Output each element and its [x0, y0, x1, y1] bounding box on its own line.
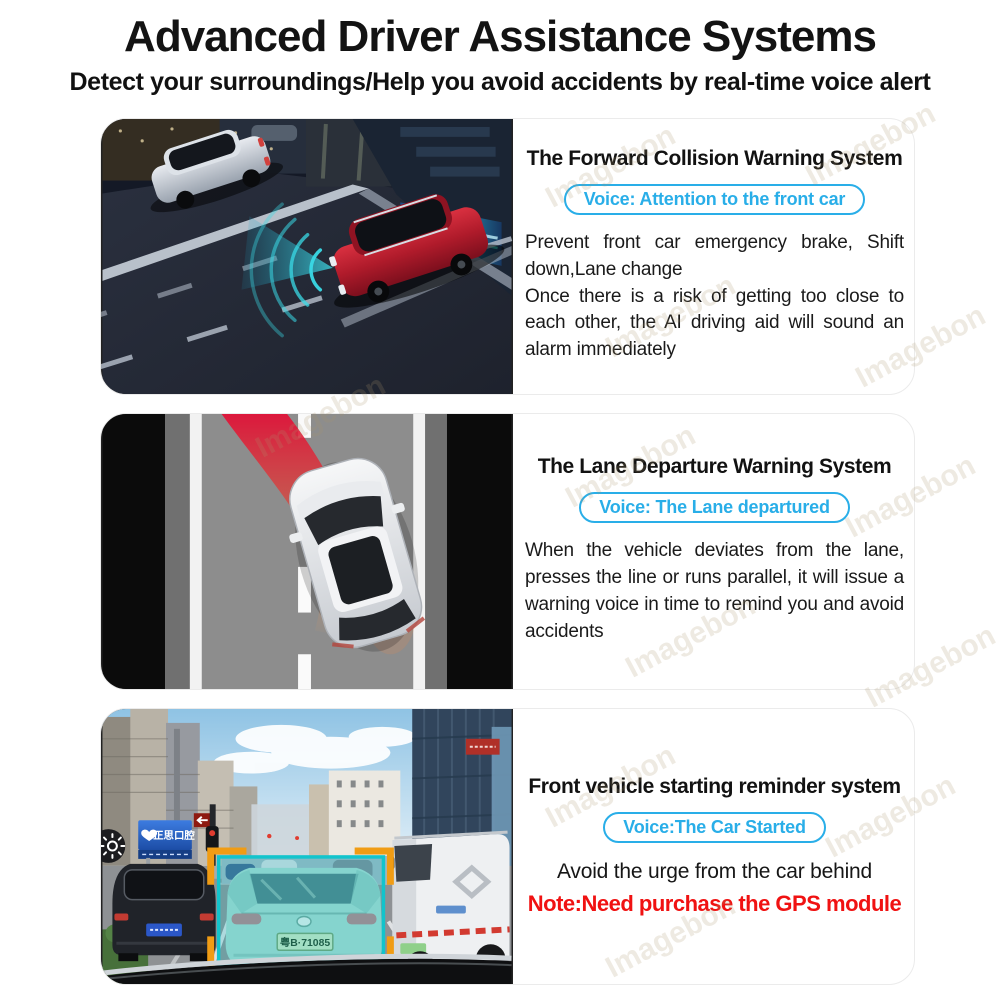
- night-road-scene: [101, 119, 513, 394]
- forward-collision-photo: [101, 119, 513, 394]
- section-heading: Front vehicle starting reminder system: [528, 774, 901, 798]
- brightness-icon: [101, 829, 126, 863]
- heart-icon: [141, 829, 158, 842]
- lane-departure-text: The Lane Departure Warning System Voice:…: [513, 414, 914, 689]
- gps-note: Note:Need purchase the GPS module: [527, 890, 902, 916]
- section-heading: The Forward Collision Warning System: [526, 146, 903, 170]
- dashcam-photo: 正思口腔: [101, 709, 513, 984]
- page-subtitle: Detect your surroundings/Help you avoid …: [69, 67, 931, 96]
- page-title: Advanced Driver Assistance Systems: [124, 12, 877, 61]
- radar-waves-icon: [241, 202, 333, 338]
- billboard-text: 正思口腔: [153, 829, 195, 842]
- start-reminder-text: Front vehicle starting reminder system V…: [513, 709, 914, 984]
- left-arrow-sign: [193, 813, 211, 828]
- billboard-sign: 正思口腔: [138, 820, 195, 859]
- feature-card-lane-departure: The Lane Departure Warning System Voice:…: [100, 413, 915, 690]
- feature-card-start-reminder: 正思口腔: [100, 708, 915, 985]
- black-suv: [112, 863, 216, 962]
- detection-box: [218, 856, 384, 966]
- section-body: Prevent front car emergency brake, Shift…: [525, 231, 904, 361]
- voice-alert-pill: Voice:The Car Started: [603, 811, 826, 843]
- clouds: [213, 724, 417, 774]
- section-body: Avoid the urge from the car behind: [556, 859, 872, 883]
- section-body: When the vehicle deviates from the lane,…: [525, 540, 904, 642]
- license-plate: 粤B·71085: [280, 936, 331, 949]
- traffic-light: [205, 804, 300, 874]
- lane-departure-scene: [102, 414, 512, 689]
- front-car: 粤B·71085: [225, 867, 383, 968]
- red-suv: [329, 194, 505, 308]
- white-van: [387, 830, 510, 966]
- silver-suv: [150, 129, 284, 213]
- dashcam-scene: 正思口腔: [101, 709, 512, 984]
- lane-departure-photo: [101, 414, 513, 689]
- voice-alert-pill: Voice: Attention to the front car: [563, 183, 866, 215]
- page-header: Advanced Driver Assistance Systems Detec…: [0, 12, 1000, 97]
- top-view-car: [289, 457, 426, 652]
- car-hood: [102, 953, 512, 984]
- section-heading: The Lane Departure Warning System: [537, 455, 892, 479]
- forward-collision-text: The Forward Collision Warning System Voi…: [513, 119, 914, 394]
- feature-card-forward-collision: The Forward Collision Warning System Voi…: [100, 118, 915, 395]
- voice-alert-pill: Voice: The Lane departured: [579, 492, 850, 524]
